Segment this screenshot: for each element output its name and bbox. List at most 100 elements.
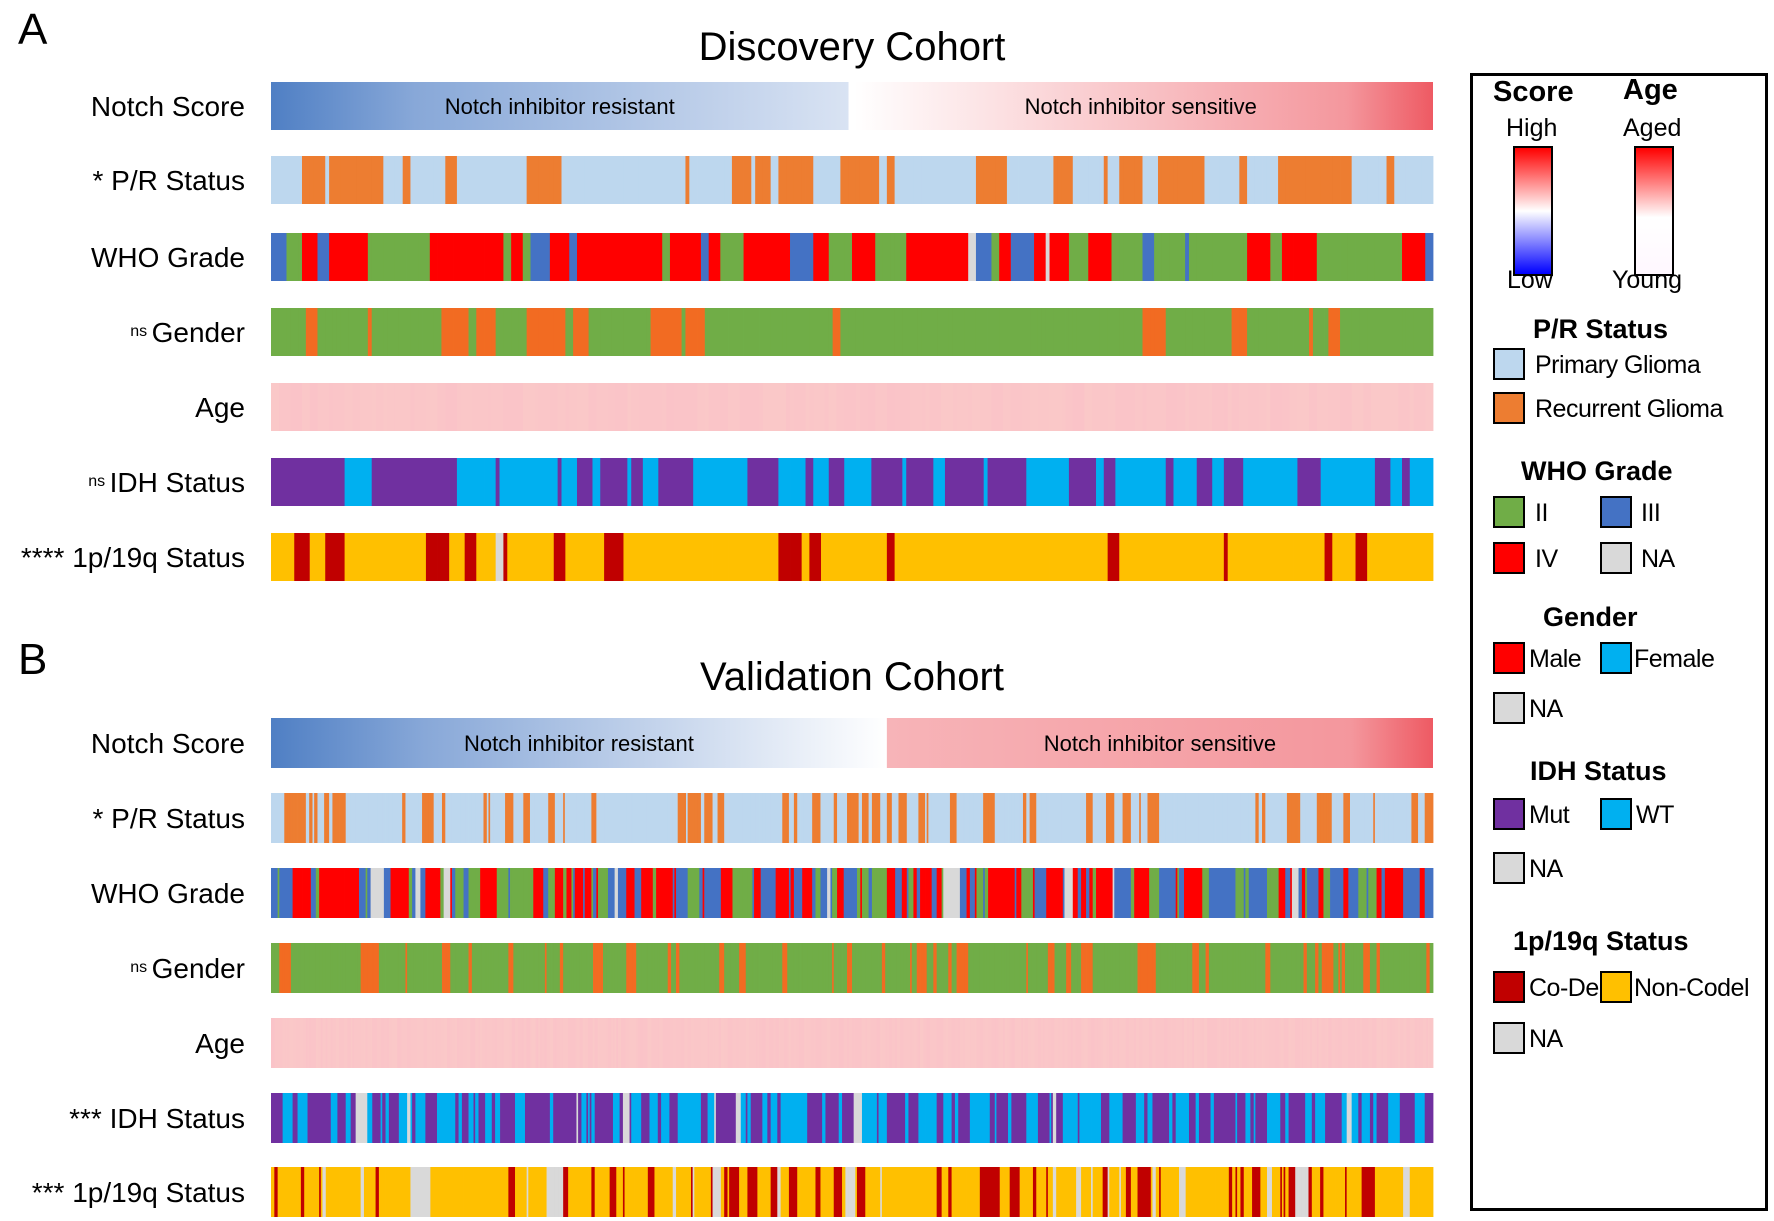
stripe-gender	[495, 943, 499, 993]
stripe-p-r-status	[1215, 793, 1218, 843]
stripe-idh-status	[1129, 1093, 1133, 1143]
stripe-idh-status	[445, 458, 458, 506]
stripe-who-grade	[917, 233, 926, 281]
stripe-gender	[305, 308, 311, 356]
stripe-gender	[397, 943, 400, 993]
stripe-age	[1309, 383, 1318, 431]
stripe-who-grade	[988, 868, 991, 918]
stripe-1p-19q-status	[305, 1167, 308, 1217]
stripe-idh-status	[1399, 1093, 1404, 1143]
stripe-who-grade	[956, 868, 961, 918]
stripe-who-grade	[676, 868, 679, 918]
stripe-who-grade	[546, 868, 549, 918]
stripe-idh-status	[933, 458, 946, 506]
stripe-p-r-status	[1217, 793, 1221, 843]
stripe-age	[646, 1018, 649, 1068]
stripe-idh-status	[1175, 1093, 1180, 1143]
stripe-idh-status	[693, 458, 698, 506]
stripe-who-grade	[336, 233, 349, 281]
stripe-p-r-status	[1202, 793, 1205, 843]
stripe-age	[910, 1018, 913, 1068]
stripe-idh-status	[1398, 458, 1403, 506]
stripe-age	[598, 1018, 602, 1068]
stripe-1p-19q-status	[365, 1167, 370, 1217]
stripe-age	[788, 1018, 791, 1068]
stripe-idh-status	[1149, 1093, 1153, 1143]
stripe-1p-19q-status	[1283, 1167, 1286, 1217]
stripe-p-r-status	[428, 793, 431, 843]
stripe-age	[704, 1018, 708, 1068]
stripe-p-r-status	[468, 793, 473, 843]
stripe-age	[739, 1018, 743, 1068]
stripe-idh-status	[456, 458, 462, 506]
stripe-idh-status	[948, 1093, 952, 1143]
stripe-p-r-status	[778, 156, 787, 204]
stripe-age	[472, 383, 481, 431]
stripe-1p-19q-status	[778, 533, 787, 581]
stripe-1p-19q-status	[445, 1167, 448, 1217]
stripe-1p-19q-status	[754, 1167, 758, 1217]
stripe-p-r-status	[483, 793, 488, 843]
stripe-who-grade	[1348, 868, 1353, 918]
stripe-who-grade	[700, 233, 706, 281]
stripe-idh-status	[363, 1093, 368, 1143]
stripe-idh-status	[631, 1093, 635, 1143]
stripe-1p-19q-status	[1262, 1167, 1265, 1217]
stripe-p-r-status	[805, 156, 814, 204]
stripe-1p-19q-status	[930, 1167, 934, 1217]
stripe-gender	[815, 943, 820, 993]
stripe-1p-19q-status	[1026, 1167, 1029, 1217]
stripe-who-grade	[754, 868, 757, 918]
stripe-who-grade	[1114, 868, 1117, 918]
stripe-who-grade	[1049, 868, 1054, 918]
stripe-gender	[521, 943, 524, 993]
stripe-p-r-status	[392, 793, 396, 843]
stripe-who-grade	[528, 868, 531, 918]
stripe-1p-19q-status	[339, 1167, 342, 1217]
stripe-gender	[1053, 308, 1066, 356]
stripe-gender	[1305, 943, 1308, 993]
stripe-who-grade	[584, 233, 590, 281]
stripe-gender	[1328, 308, 1341, 356]
stripe-gender	[964, 308, 977, 356]
stripe-who-grade	[438, 868, 441, 918]
stripe-gender	[513, 943, 518, 993]
stripe-age	[425, 383, 431, 431]
stripe-age	[1124, 1018, 1127, 1068]
stripe-idh-status	[737, 1093, 742, 1143]
stripe-p-r-status	[529, 793, 533, 843]
stripe-idh-status	[410, 458, 415, 506]
stripe-gender	[757, 943, 760, 993]
stripe-p-r-status	[635, 156, 640, 204]
stripe-p-r-status	[1323, 793, 1328, 843]
stripe-idh-status	[337, 1093, 340, 1143]
stripe-age	[299, 1018, 303, 1068]
stripe-p-r-status	[1233, 793, 1238, 843]
stripe-p-r-status	[1260, 793, 1263, 843]
stripe-1p-19q-status	[520, 1167, 524, 1217]
stripe-who-grade	[549, 233, 555, 281]
stripe-1p-19q-status	[441, 1167, 445, 1217]
stripe-idh-status	[880, 1093, 884, 1143]
stripe-gender	[594, 943, 599, 993]
stripe-idh-status	[1119, 1093, 1123, 1143]
stripe-gender	[1022, 308, 1031, 356]
stripe-1p-19q-status	[853, 1167, 856, 1217]
stripe-1p-19q-status	[902, 533, 911, 581]
stripe-age	[845, 1018, 848, 1068]
stripe-1p-19q-status	[1109, 1167, 1112, 1217]
stripe-idh-status	[1027, 1093, 1032, 1143]
stripe-1p-19q-status	[873, 1167, 878, 1217]
stripe-who-grade	[699, 868, 703, 918]
stripe-age	[1413, 383, 1426, 431]
stripe-who-grade	[619, 868, 622, 918]
stripe-1p-19q-status	[896, 1167, 901, 1217]
stripe-p-r-status	[475, 793, 478, 843]
stripe-age	[866, 1018, 871, 1068]
stripe-age	[805, 383, 810, 431]
stripe-age	[490, 1018, 493, 1068]
stripe-gender	[1013, 943, 1016, 993]
stripe-gender	[271, 943, 275, 993]
stripe-idh-status	[528, 1093, 531, 1143]
stripe-p-r-status	[568, 793, 571, 843]
